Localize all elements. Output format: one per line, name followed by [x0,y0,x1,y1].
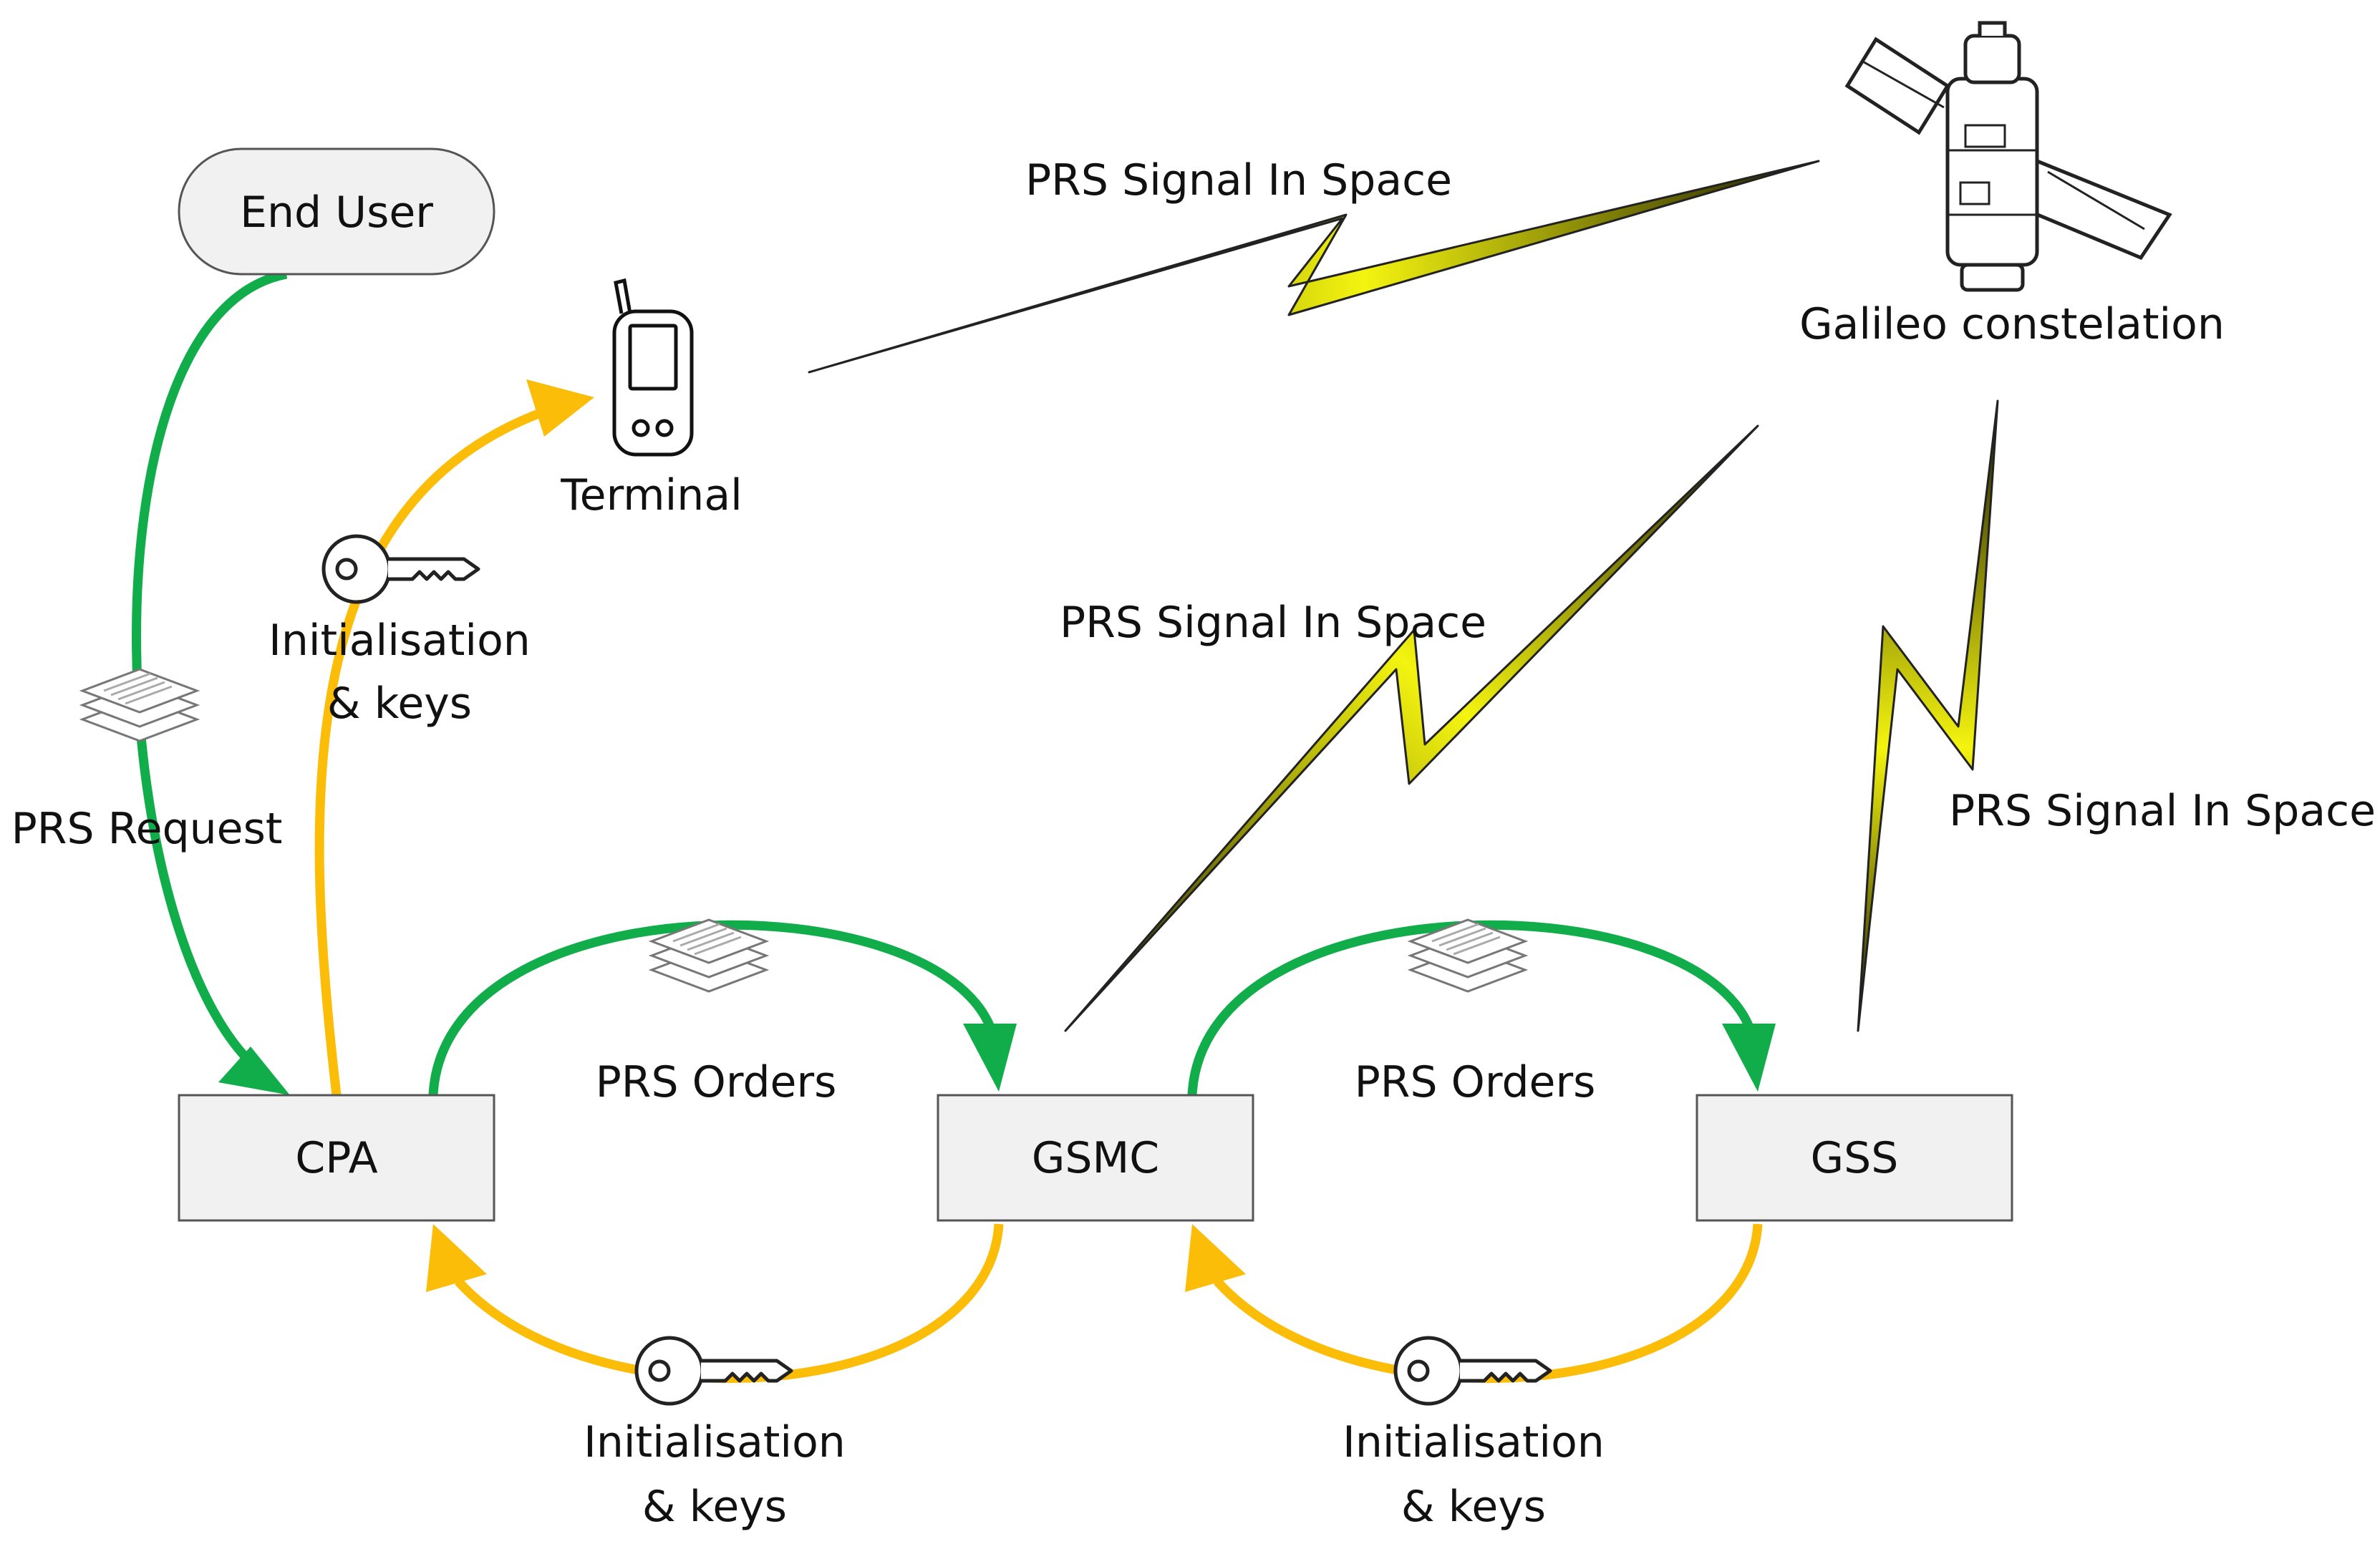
lightning-signal-icon [808,160,1820,374]
end-user-label: End User [240,188,433,238]
arrowhead-icon [1185,1224,1246,1292]
key-icon [637,1338,791,1404]
key-icon [1395,1338,1550,1404]
cpa-label: CPA [295,1133,377,1183]
gsmc-label: GSMC [1032,1133,1159,1183]
arrowhead-icon [426,1224,487,1292]
lightning-signal-icon [1064,424,1759,1032]
init-terminal-label-line1: Initialisation [269,616,531,666]
init-gss-gsmc-label-line2: & keys [1401,1482,1546,1532]
gsmc-node: GSMC [937,1094,1254,1222]
arrowhead-icon [218,1047,290,1095]
orders-gsmc-gss-label: PRS Orders [1355,1057,1596,1107]
terminal-label: Terminal [560,470,742,520]
prs-request-arrow [132,269,288,1082]
gss-label: GSS [1811,1133,1899,1183]
prs-request-label: PRS Request [11,804,283,854]
init-gsmc-cpa-label-line1: Initialisation [584,1417,846,1467]
arrowhead-icon [963,1024,1017,1092]
init-terminal-arrow [314,407,546,1096]
cpa-node: CPA [178,1094,495,1222]
end-user-node: End User [178,147,495,276]
init-terminal-label-line2: & keys [327,679,472,729]
arrowhead-icon [1722,1024,1776,1092]
satellite-icon [1844,21,2172,292]
sis-mid-label: PRS Signal In Space [1060,598,1486,648]
handheld-terminal-icon [612,278,694,457]
galileo-label: Galileo constelation [1799,299,2225,349]
sis-right-label: PRS Signal In Space [1949,786,2376,836]
arrowhead-icon [526,379,594,437]
key-icon [324,536,478,602]
init-gss-gsmc-arrow [1214,1223,1763,1383]
init-gsmc-cpa-label-line2: & keys [642,1482,787,1532]
sis-top-label: PRS Signal In Space [1025,155,1452,205]
lightning-signal-icon [1857,399,1999,1032]
orders-cpa-gsmc-label: PRS Orders [596,1057,837,1107]
gss-node: GSS [1695,1094,2013,1222]
documents-icon [81,668,198,742]
init-gss-gsmc-label-line1: Initialisation [1343,1417,1605,1467]
init-gsmc-cpa-arrow [455,1223,1004,1383]
